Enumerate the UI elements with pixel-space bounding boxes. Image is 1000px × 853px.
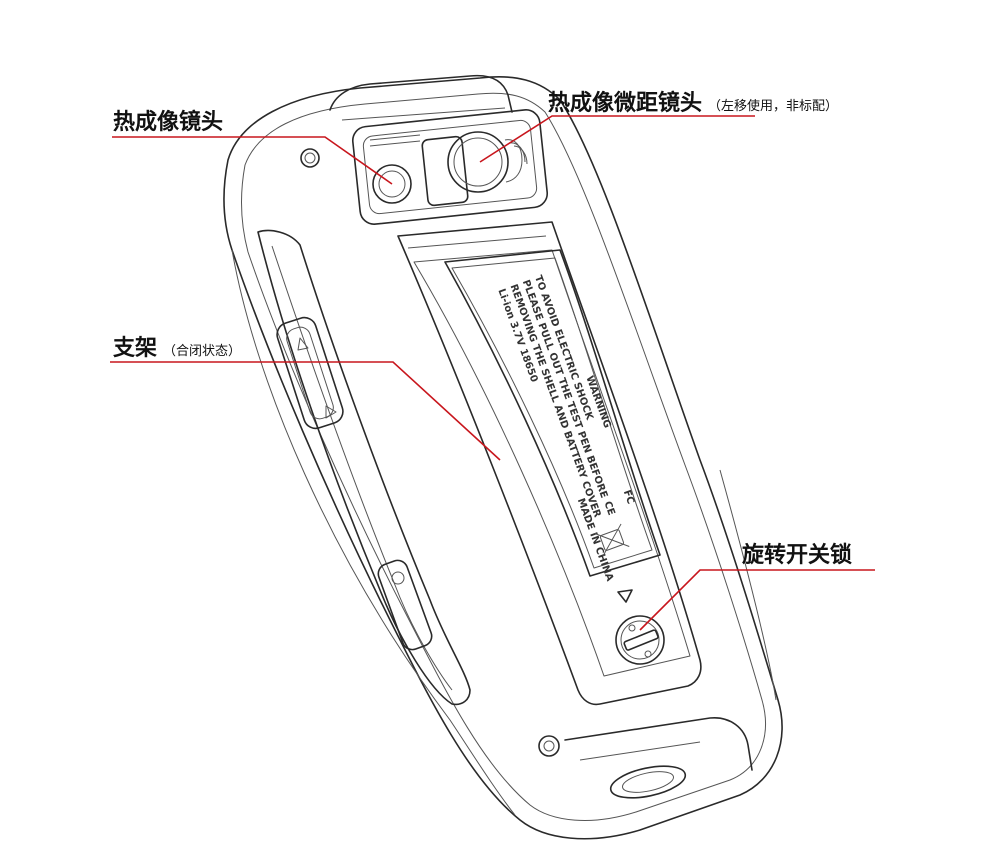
weee-bin-icon [594,523,630,557]
callout-macro-lens: 热成像微距镜头 （左移使用，非标配） [548,85,838,117]
leader-macro-lens [479,115,755,163]
callout-stand: 支架 （合闭状态） [113,330,241,362]
leader-stand [110,361,501,461]
device-body [223,74,783,840]
callout-thermal-lens: 热成像镜头 [113,104,223,136]
callout-lock-label: 旋转开关锁 [742,543,853,568]
callout-macro-lens-label: 热成像微距镜头 [548,91,703,116]
fcc-mark: FC [621,489,636,506]
callout-stand-note: （合闭状态） [163,344,242,359]
leader-lines [110,115,875,631]
callout-thermal-lens-label: 热成像镜头 [113,110,224,135]
leader-lock [639,569,875,631]
callout-stand-label: 支架 [113,336,158,361]
leader-thermal-lens [112,136,393,185]
callout-macro-lens-note: （左移使用，非标配） [708,99,839,114]
callout-lock: 旋转开关锁 [742,537,852,569]
ce-mark: CE [601,500,616,517]
